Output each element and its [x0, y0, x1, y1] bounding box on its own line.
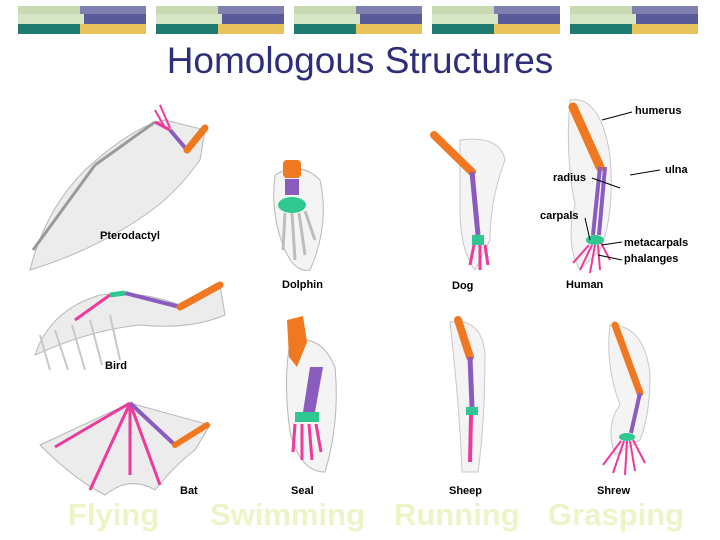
- seal-illustration: [275, 312, 355, 477]
- slide-title: Homologous Structures: [0, 40, 720, 82]
- category-running: Running: [394, 497, 520, 533]
- label-sheep: Sheep: [449, 485, 482, 497]
- label-dolphin: Dolphin: [282, 279, 323, 291]
- label-bird: Bird: [105, 360, 127, 372]
- annotation-radius: radius: [553, 172, 586, 184]
- label-bat: Bat: [180, 485, 198, 497]
- pterodactyl-illustration: [25, 100, 225, 275]
- header-block: [18, 6, 146, 34]
- category-grasping: Grasping: [548, 497, 684, 533]
- header-block: [570, 6, 698, 34]
- annotation-phalanges: phalanges: [624, 253, 678, 265]
- header-block: [156, 6, 284, 34]
- bird-illustration: [30, 275, 230, 375]
- label-shrew: Shrew: [597, 485, 630, 497]
- header-block: [294, 6, 422, 34]
- annotation-humerus: humerus: [635, 105, 681, 117]
- annotation-carpals: carpals: [540, 210, 579, 222]
- category-swimming: Swimming: [210, 497, 365, 533]
- header-block: [432, 6, 560, 34]
- label-pterodactyl: Pterodactyl: [100, 230, 160, 242]
- dolphin-illustration: [265, 155, 335, 280]
- category-flying: Flying: [68, 497, 159, 533]
- annotation-ulna: ulna: [665, 164, 688, 176]
- shrew-illustration: [595, 315, 665, 480]
- label-dog: Dog: [452, 280, 473, 292]
- dog-illustration: [420, 120, 510, 280]
- header-decoration: [18, 6, 708, 34]
- label-seal: Seal: [291, 485, 314, 497]
- sheep-illustration: [440, 312, 500, 477]
- label-human: Human: [566, 279, 603, 291]
- annotation-metacarpals: metacarpals: [624, 237, 688, 249]
